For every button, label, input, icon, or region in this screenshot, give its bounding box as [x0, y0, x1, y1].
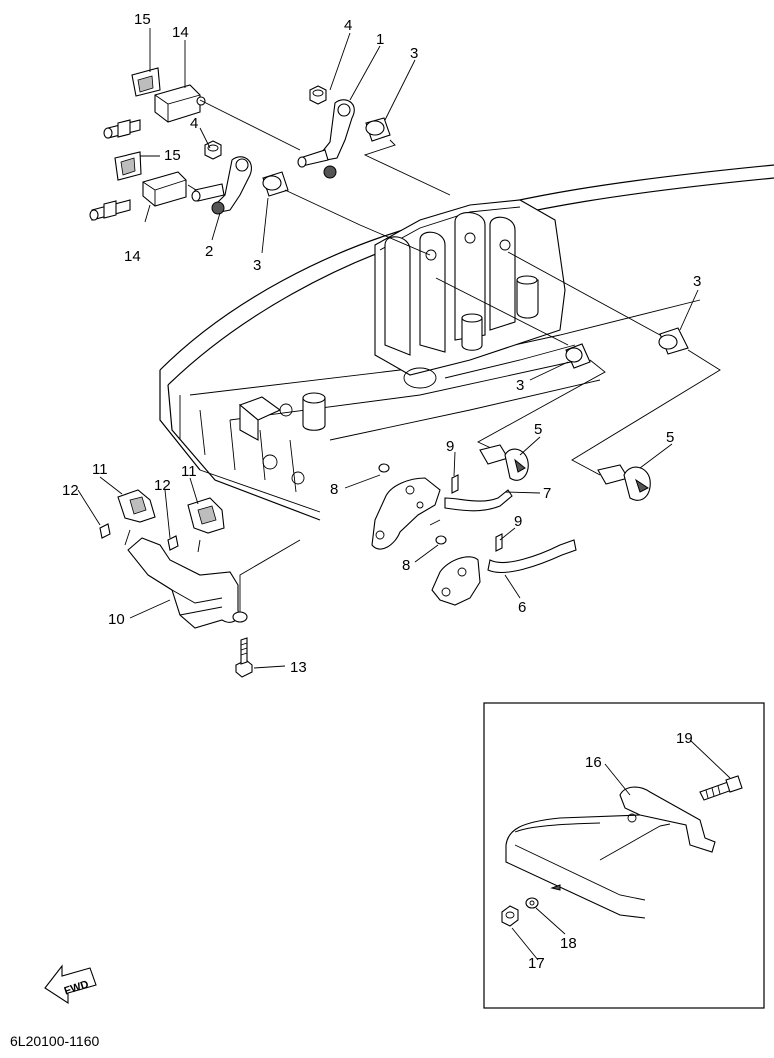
part-label-7: 7 [543, 485, 551, 502]
callout-leaders [77, 28, 731, 961]
part-label-19: 19 [676, 730, 693, 747]
part-label-9-upper: 9 [446, 438, 454, 455]
part-label-13: 13 [290, 659, 307, 676]
part-label-4-upper: 4 [344, 17, 352, 34]
part-label-12-right: 12 [154, 477, 171, 494]
link-lever-1 [297, 85, 391, 179]
lower-cowling [159, 164, 774, 521]
part-label-3-center: 3 [516, 377, 524, 394]
engine-block [374, 199, 576, 389]
part-label-5-right: 5 [666, 429, 674, 446]
part-label-11-left: 11 [92, 461, 108, 478]
part-label-11-right: 11 [181, 463, 197, 480]
part-label-14-lower: 14 [124, 248, 141, 265]
part-label-4-lower: 4 [190, 115, 198, 132]
part-label-8-upper: 8 [330, 481, 338, 498]
forward-direction-arrow: FWD [44, 964, 97, 1005]
part-number-labels: 15 14 4 1 3 4 15 14 2 3 3 3 5 5 9 8 7 9 … [62, 11, 701, 972]
part-label-6: 6 [518, 599, 526, 616]
throttle-lever-assembly [371, 444, 651, 606]
throttle-cable-joint-upper [103, 67, 206, 139]
part-label-1: 1 [376, 31, 384, 48]
part-label-3-right: 3 [693, 273, 701, 290]
inset-detail-box [483, 702, 765, 1009]
part-label-17: 17 [528, 955, 545, 972]
part-label-2: 2 [205, 243, 213, 260]
part-label-14-upper: 14 [172, 24, 189, 41]
bushing-3-right [565, 327, 689, 369]
document-code: 6L20100-1160 [10, 1033, 99, 1049]
part-label-12-left: 12 [62, 482, 79, 499]
part-label-5-upper: 5 [534, 421, 542, 438]
part-label-8-lower: 8 [402, 557, 410, 574]
part-label-9-lower: 9 [514, 513, 522, 530]
part-label-16: 16 [585, 754, 602, 771]
part-label-3-left: 3 [253, 257, 261, 274]
cable-bracket-assembly [99, 489, 253, 678]
assembly-leader-lines [187, 99, 721, 612]
part-label-18: 18 [560, 935, 577, 952]
part-label-15-lower: 15 [164, 147, 181, 164]
throttle-cable-joint-lower [89, 151, 187, 221]
part-label-3-upper: 3 [410, 45, 418, 62]
part-label-10: 10 [108, 611, 125, 628]
link-lever-2 [191, 140, 289, 215]
part-label-15-upper: 15 [134, 11, 151, 28]
